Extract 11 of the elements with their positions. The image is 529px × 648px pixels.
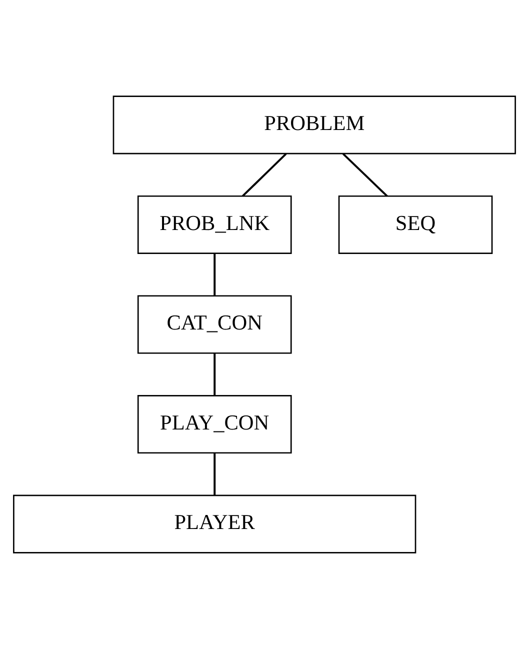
- node-box: PROB_LNK: [137, 194, 292, 254]
- connector: [242, 152, 287, 196]
- connector: [342, 152, 388, 196]
- node-box: PLAY_CON: [137, 394, 292, 454]
- connector: [214, 452, 216, 495]
- connector: [214, 352, 216, 396]
- connector: [214, 253, 216, 296]
- node-box: PLAYER: [13, 494, 416, 553]
- node-box: PROBLEM: [112, 95, 516, 154]
- node-box: SEQ: [338, 194, 493, 254]
- node-box: CAT_CON: [137, 294, 292, 354]
